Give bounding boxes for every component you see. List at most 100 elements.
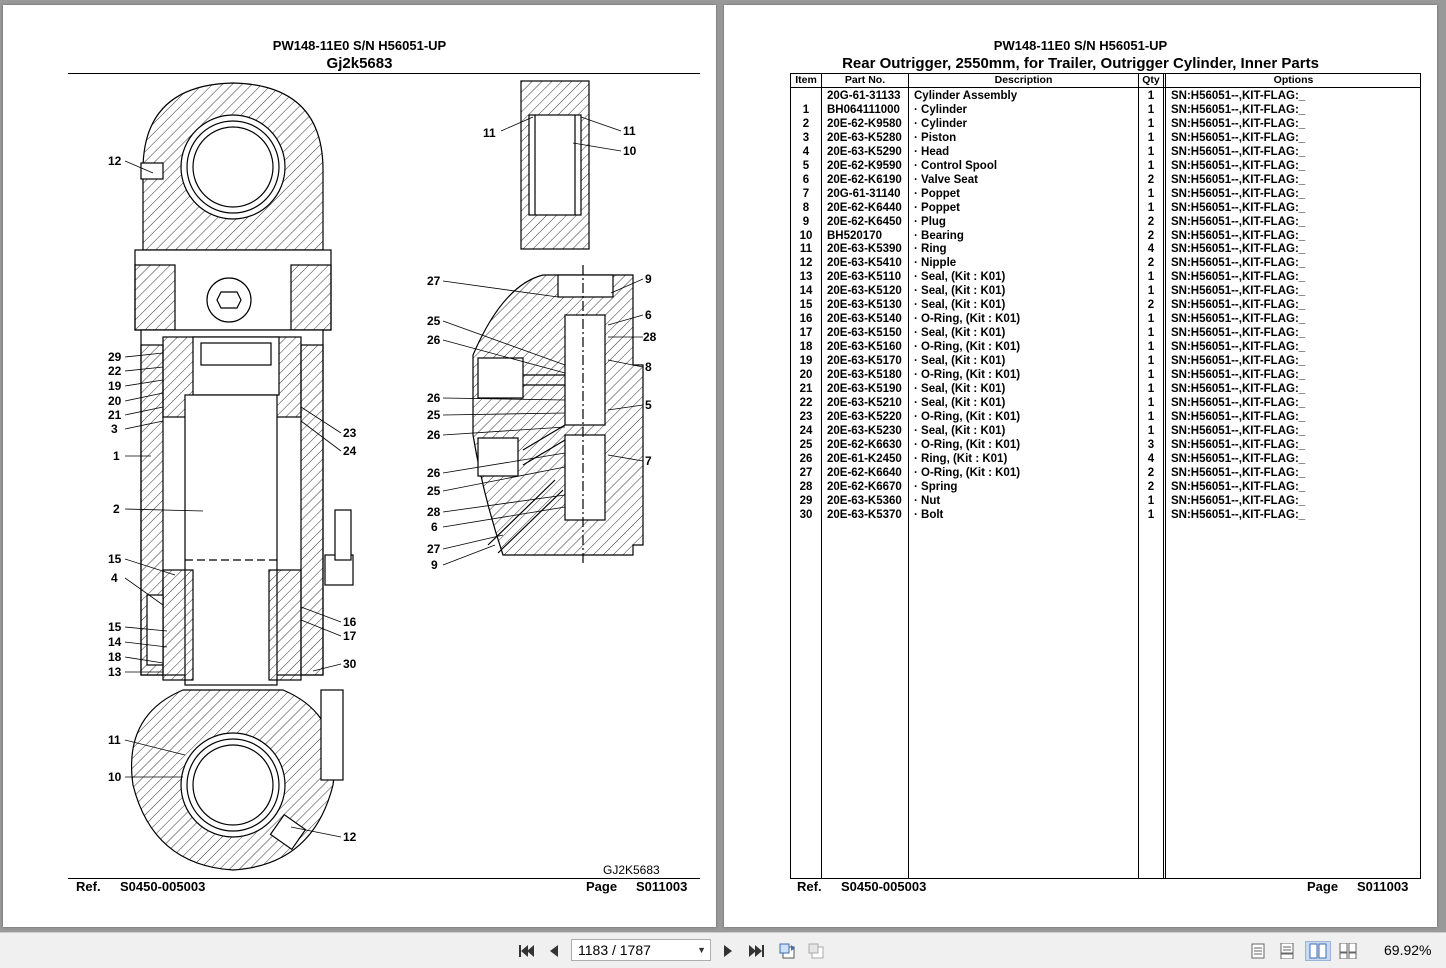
header-description: Description (994, 74, 1053, 86)
column-divider (908, 74, 909, 878)
cell-item: 3 (802, 131, 810, 144)
cell-item: 19 (799, 355, 813, 368)
cell-description: · Cylinder (914, 117, 968, 130)
cell-item: 24 (799, 424, 813, 437)
callout-6: 6 (431, 520, 438, 534)
cell-options: SN:H56051--,KIT-FLAG:_ (1171, 313, 1306, 326)
cell-options: SN:H56051--,KIT-FLAG:_ (1171, 229, 1306, 242)
page-label: Page (586, 879, 618, 894)
cell-description: · O-Ring, (Kit : K01) (914, 369, 1021, 381)
cell-item: 5 (802, 159, 810, 172)
callout-25: 25 (427, 408, 441, 422)
cell-qty: 2 (1147, 215, 1155, 228)
cell-part-no: BH520170 (827, 229, 882, 242)
zoom-level[interactable]: 69.92% (1384, 942, 1432, 958)
next-page-icon[interactable] (717, 941, 739, 961)
callout-9: 9 (431, 558, 438, 572)
callout-26: 26 (427, 333, 441, 347)
go-back-icon[interactable] (777, 941, 799, 961)
cell-item: 23 (799, 410, 813, 423)
cell-part-no: 20E-63-K5370 (827, 508, 902, 521)
cell-item: 28 (799, 480, 813, 493)
cell-options: SN:H56051--,KIT-FLAG:_ (1171, 145, 1306, 158)
callout-24: 24 (343, 444, 357, 458)
cell-part-no: 20E-63-K5120 (827, 285, 902, 298)
callout-6: 6 (645, 308, 652, 322)
cell-options: SN:H56051--,KIT-FLAG:_ (1171, 466, 1306, 479)
header-qty: Qty (1142, 74, 1160, 86)
callout-10: 10 (623, 144, 637, 158)
cell-part-no: 20E-63-K5230 (827, 424, 902, 437)
left-page: PW148-11E0 S/N H56051-UP Gj2k5683 (3, 5, 716, 927)
cell-qty: 1 (1147, 90, 1155, 102)
page-number-field[interactable]: 1183 / 1787 ▼ (571, 939, 711, 961)
cell-options: SN:H56051--,KIT-FLAG:_ (1171, 159, 1306, 172)
cell-part-no: 20E-63-K5280 (827, 131, 902, 144)
cell-part-no: 20E-63-K5290 (827, 145, 902, 158)
cell-options: SN:H56051--,KIT-FLAG:_ (1171, 382, 1306, 395)
cell-qty: 1 (1147, 159, 1155, 172)
callout-9: 9 (645, 272, 652, 286)
cell-description: · Cylinder (914, 103, 968, 116)
ref-label: Ref. (76, 879, 101, 894)
cylinder-exploded-diagram: 12 29 22 19 20 21 3 1 2 23 24 15 4 15 14… (108, 80, 657, 871)
callout-1: 1 (113, 449, 120, 463)
cell-part-no: 20E-63-K5410 (827, 257, 902, 270)
cell-part-no: 20E-62-K6450 (827, 215, 902, 228)
chevron-down-icon[interactable]: ▼ (697, 945, 706, 955)
callout-27: 27 (427, 274, 441, 288)
cell-item: 4 (802, 145, 810, 158)
continuous-page-icon[interactable] (1276, 941, 1298, 961)
go-forward-icon[interactable] (806, 941, 828, 961)
page-indicator: 1183 / 1787 (578, 942, 651, 958)
cell-options: SN:H56051--,KIT-FLAG:_ (1171, 424, 1306, 437)
cell-qty: 1 (1147, 382, 1155, 395)
page-value: S011003 (1357, 879, 1409, 894)
callout-29: 29 (108, 350, 122, 364)
continuous-facing-icon[interactable] (1337, 941, 1359, 961)
cell-qty: 1 (1147, 355, 1155, 368)
cell-item: 20 (799, 369, 813, 381)
callout-13: 13 (108, 665, 122, 679)
callout-2: 2 (113, 502, 120, 516)
first-page-icon[interactable] (515, 941, 537, 961)
right-page: PW148-11E0 S/N H56051-UP Rear Outrigger,… (724, 5, 1437, 927)
cell-part-no: 20E-61-K2450 (827, 452, 902, 465)
cell-qty: 1 (1147, 313, 1155, 326)
cell-item: 1 (802, 103, 810, 116)
cell-qty: 2 (1147, 173, 1155, 186)
previous-page-icon[interactable] (543, 941, 565, 961)
last-page-icon[interactable] (746, 941, 768, 961)
cell-item: 27 (799, 466, 813, 479)
model-header: PW148-11E0 S/N H56051-UP (272, 38, 447, 53)
callout-26: 26 (427, 466, 441, 480)
table-header: Item Part No. Description Qty Options (791, 74, 1420, 88)
column-divider (821, 74, 822, 878)
cell-qty: 2 (1147, 257, 1155, 270)
single-page-icon[interactable] (1247, 941, 1269, 961)
cell-part-no: 20E-63-K5160 (827, 341, 902, 354)
cell-item: 21 (799, 382, 813, 395)
cell-description: · Seal, (Kit : K01) (914, 299, 1006, 312)
cell-part-no: 20E-63-K5180 (827, 369, 902, 381)
facing-pages-icon[interactable] (1305, 941, 1331, 961)
cell-description: · O-Ring, (Kit : K01) (914, 438, 1021, 451)
cell-qty: 1 (1147, 145, 1155, 158)
cell-qty: 1 (1147, 285, 1155, 298)
